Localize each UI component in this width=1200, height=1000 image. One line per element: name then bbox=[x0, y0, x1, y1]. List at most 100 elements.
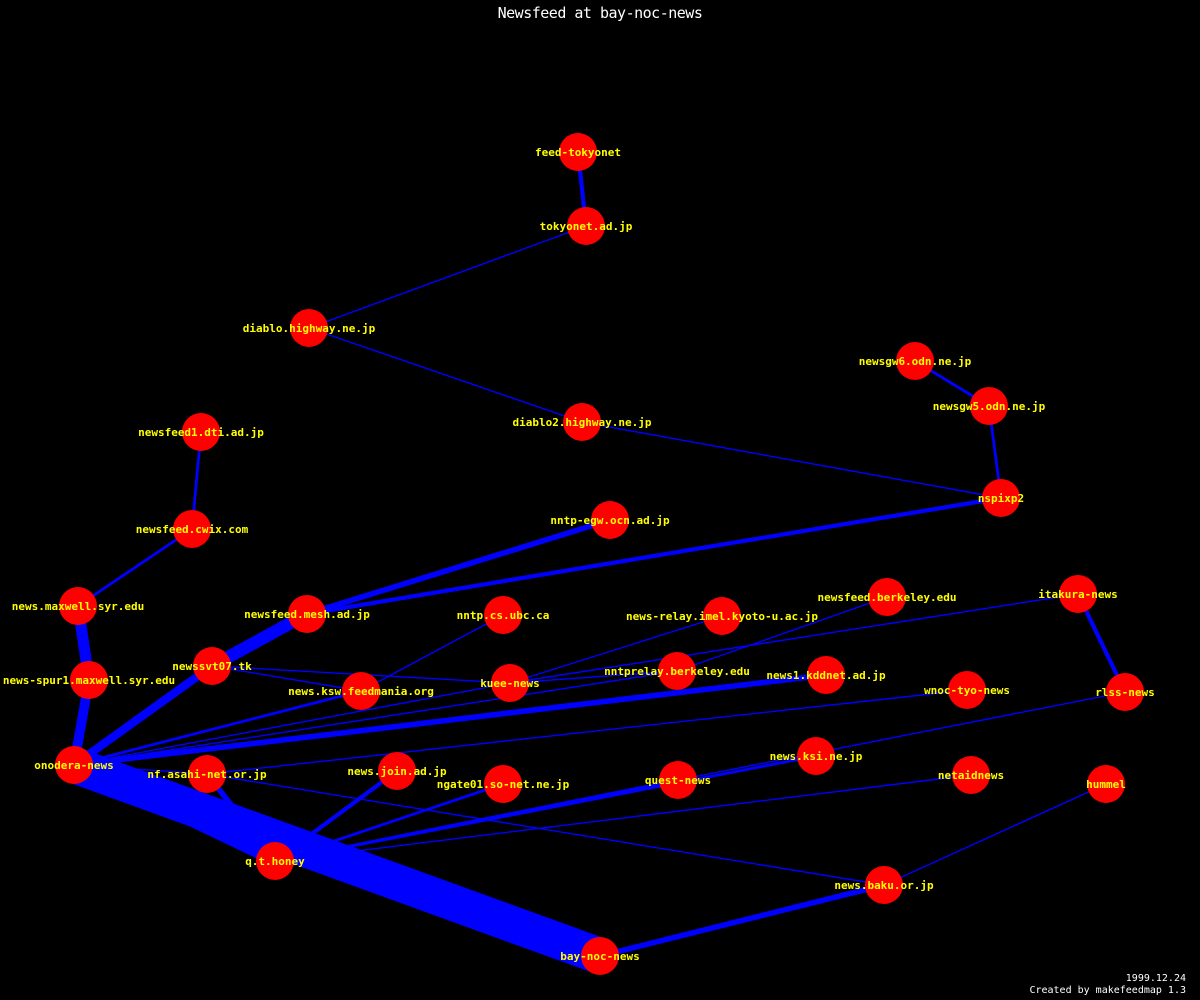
node-kuee-news[interactable] bbox=[491, 664, 529, 702]
map-date: 1999.12.24 bbox=[1125, 973, 1186, 984]
node-newsfeed-berkeley[interactable] bbox=[868, 578, 906, 616]
node-label-kuee-news: kuee-news bbox=[480, 677, 540, 690]
edge-diablo2-to-nspixp2 bbox=[581, 421, 1002, 499]
node-label-hummel: hummel bbox=[1086, 778, 1126, 791]
node-news-ksi[interactable] bbox=[797, 737, 835, 775]
node-label-diablo: diablo.highway.ne.jp bbox=[243, 322, 376, 335]
node-newsfeed-cwix[interactable] bbox=[173, 510, 211, 548]
node-quest-news[interactable] bbox=[659, 761, 697, 799]
node-label-news-maxwell: news.maxwell.syr.edu bbox=[12, 600, 144, 613]
node-newsgw6[interactable] bbox=[896, 342, 934, 380]
labels-layer: feed-tokyonet tokyonet.ad.jp diablo.highwa… bbox=[3, 146, 1155, 963]
node-newsfeed-mesh[interactable] bbox=[288, 595, 326, 633]
node-nntp-egw[interactable] bbox=[591, 501, 629, 539]
node-news-join[interactable] bbox=[378, 752, 416, 790]
node-label-newsfeed-cwix: newsfeed.cwix.com bbox=[136, 523, 249, 536]
node-diablo2[interactable] bbox=[563, 403, 601, 441]
node-label-newsgw5: newsgw5.odn.ne.jp bbox=[933, 400, 1046, 413]
edge-news1-kddnet-to-onodera-news bbox=[73, 672, 827, 768]
edge-nspixp2-to-newsfeed-mesh bbox=[306, 495, 1002, 617]
edge-news-ksi-to-qt-honey bbox=[274, 754, 817, 863]
edge-kuee-news-to-onodera-news bbox=[73, 682, 511, 766]
edge-wnoc-tyo-news-to-nf-asahi bbox=[206, 689, 968, 775]
node-itakura-news[interactable] bbox=[1059, 575, 1097, 613]
node-news-maxwell[interactable] bbox=[59, 587, 97, 625]
node-label-news-relay-kyoto: news-relay.imel.kyoto-u.ac.jp bbox=[626, 610, 818, 623]
node-news-ksw[interactable] bbox=[342, 672, 380, 710]
node-onodera-news[interactable] bbox=[55, 746, 93, 784]
node-label-nspixp2: nspixp2 bbox=[978, 492, 1024, 505]
node-label-diablo2: diablo2.highway.ne.jp bbox=[512, 416, 651, 429]
edge-newssvt07-to-news-ksw bbox=[211, 665, 362, 692]
edge-onodera-news-to-bay-noc-news bbox=[67, 747, 607, 974]
node-ngate01[interactable] bbox=[484, 765, 522, 803]
node-label-ngate01: ngate01.so-net.ne.jp bbox=[437, 778, 570, 791]
edge-news-baku-to-bay-noc-news bbox=[599, 882, 885, 959]
node-label-itakura-news: itakura-news bbox=[1038, 588, 1117, 601]
node-label-newsfeed-berkeley: newsfeed.berkeley.edu bbox=[817, 591, 956, 604]
node-label-news-join: news.join.ad.jp bbox=[347, 765, 447, 778]
node-nspixp2[interactable] bbox=[982, 479, 1020, 517]
node-feed-tokyonet[interactable] bbox=[559, 133, 597, 171]
node-news1-kddnet[interactable] bbox=[807, 656, 845, 694]
generator-credit: Created by makefeedmap 1.3 bbox=[1029, 985, 1186, 996]
node-nntprelay-berkeley[interactable] bbox=[658, 652, 696, 690]
node-hummel[interactable] bbox=[1087, 765, 1125, 803]
node-newssvt07[interactable] bbox=[193, 647, 231, 685]
node-label-quest-news: quest-news bbox=[645, 774, 711, 787]
edge-nntp-ubc-to-news-ksw bbox=[360, 614, 504, 692]
edge-news-join-to-qt-honey bbox=[273, 769, 399, 863]
node-label-bay-noc-news: bay-noc-news bbox=[560, 950, 639, 963]
node-label-nntp-ubc: nntp.cs.ubc.ca bbox=[457, 609, 550, 622]
node-news-spur1[interactable] bbox=[70, 661, 108, 699]
node-label-newsfeed-mesh: newsfeed.mesh.ad.jp bbox=[244, 608, 370, 621]
node-label-newsgw6: newsgw6.odn.ne.jp bbox=[859, 355, 972, 368]
node-label-news-baku: news.baku.or.jp bbox=[834, 879, 934, 892]
node-label-news-ksi: news.ksi.ne.jp bbox=[770, 750, 863, 763]
edge-nf-asahi-to-news-baku bbox=[206, 773, 885, 886]
edge-onodera-news-to-qt-honey bbox=[71, 759, 278, 867]
node-label-nf-asahi: nf.asahi-net.or.jp bbox=[147, 768, 267, 781]
edge-netaidnews-to-qt-honey bbox=[274, 774, 972, 862]
node-label-news-ksw: news.ksw.feedmania.org bbox=[288, 685, 434, 698]
node-tokyonet[interactable] bbox=[567, 207, 605, 245]
edge-news-ksw-to-onodera-news bbox=[73, 689, 362, 767]
edge-news-relay-kyoto-to-kuee-news bbox=[509, 615, 723, 684]
edge-itakura-news-to-kuee-news bbox=[509, 593, 1079, 684]
edge-ngate01-to-qt-honey bbox=[274, 782, 504, 863]
node-wnoc-tyo-news[interactable] bbox=[948, 671, 986, 709]
node-nntp-ubc[interactable] bbox=[484, 596, 522, 634]
edge-diablo-to-diablo2 bbox=[308, 327, 583, 423]
node-news-relay-kyoto[interactable] bbox=[703, 597, 741, 635]
node-diablo[interactable] bbox=[290, 309, 328, 347]
edge-kuee-news-to-nntprelay-berkeley bbox=[509, 670, 678, 684]
node-netaidnews[interactable] bbox=[952, 756, 990, 794]
edge-rlss-news-to-quest-news bbox=[677, 691, 1126, 781]
nodes-layer bbox=[55, 133, 1144, 975]
node-label-netaidnews: netaidnews bbox=[938, 769, 1004, 782]
node-rlss-news[interactable] bbox=[1106, 673, 1144, 711]
node-label-feed-tokyonet: feed-tokyonet bbox=[535, 146, 621, 159]
node-label-nntp-egw: nntp-egw.ocn.ad.jp bbox=[550, 514, 670, 527]
node-newsgw5[interactable] bbox=[970, 387, 1008, 425]
edge-nntp-egw-to-newsfeed-mesh bbox=[306, 517, 611, 617]
edge-hummel-to-news-baku bbox=[883, 783, 1107, 886]
edge-newssvt07-to-onodera-news bbox=[71, 662, 215, 769]
node-news-baku[interactable] bbox=[865, 866, 903, 904]
edge-nntprelay-berkeley-to-onodera-news bbox=[73, 670, 678, 766]
node-label-newsfeed1-dti: newsfeed1.dti.ad.jp bbox=[138, 426, 264, 439]
node-bay-noc-news[interactable] bbox=[581, 937, 619, 975]
node-newsfeed1-dti[interactable] bbox=[182, 413, 220, 451]
footer: 1999.12.24 Created by makefeedmap 1.3 bbox=[1029, 973, 1186, 997]
node-label-newssvt07: newssvt07.tk bbox=[172, 660, 252, 673]
edge-tokyonet-to-diablo bbox=[308, 225, 587, 329]
node-label-tokyonet: tokyonet.ad.jp bbox=[540, 220, 633, 233]
node-nf-asahi[interactable] bbox=[188, 755, 226, 793]
node-label-rlss-news: rlss-news bbox=[1095, 686, 1155, 699]
edges-layer bbox=[67, 151, 1127, 974]
node-label-nntprelay-berkeley: nntprelay.berkeley.edu bbox=[604, 665, 750, 678]
node-label-news-spur1: news-spur1.maxwell.syr.edu bbox=[3, 674, 175, 687]
node-qt-honey[interactable] bbox=[256, 842, 294, 880]
